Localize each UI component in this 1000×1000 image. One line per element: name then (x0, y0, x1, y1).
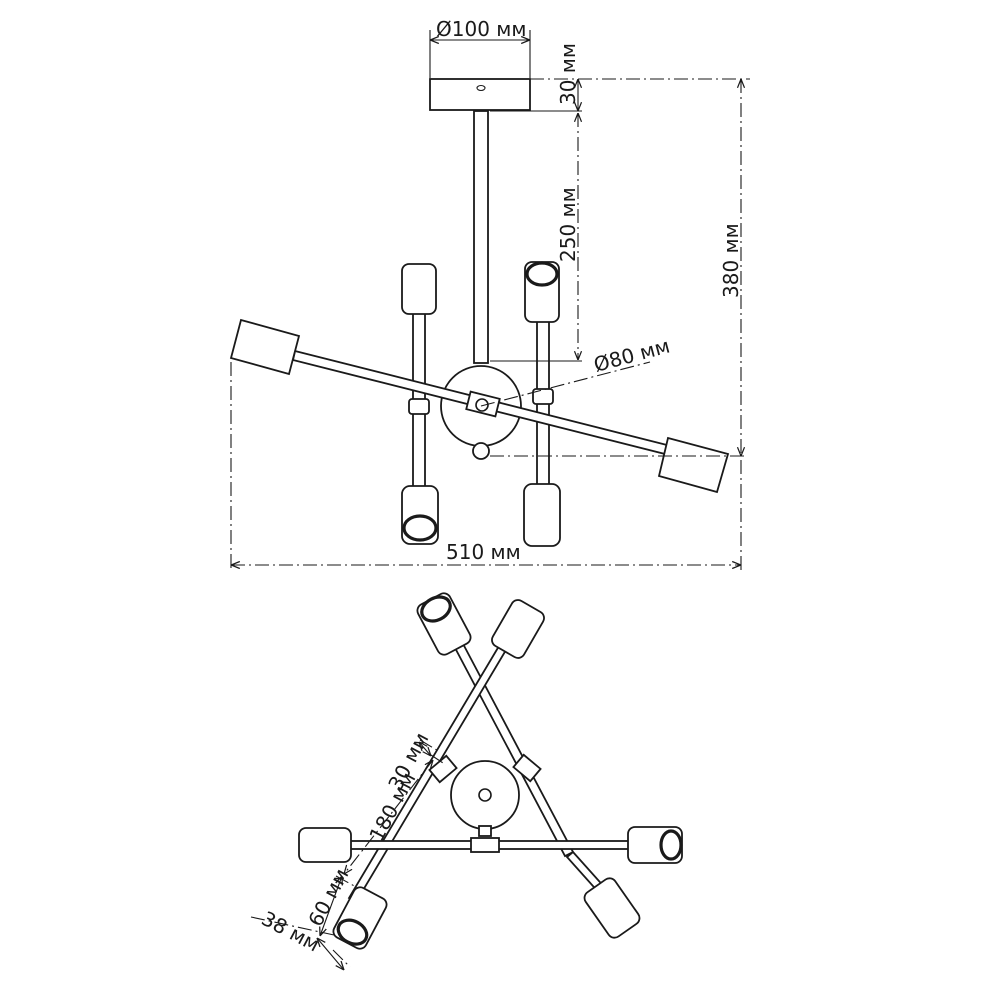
arm-length-dimension-line (344, 760, 433, 874)
canopy-height-label: 30 мм (556, 43, 580, 105)
left-joint-clip (408, 398, 430, 415)
top-upper-left-shade-opening (420, 595, 452, 623)
right-horizontal-lamp-shade (657, 436, 730, 494)
arm-offset-dimension-line (419, 742, 431, 756)
top-hub-mount (478, 825, 492, 837)
upper-left-lamp-shade (401, 263, 437, 315)
canopy-diameter-label: Ø100 мм (436, 17, 526, 41)
total-width-label: 510 мм (446, 540, 521, 564)
lower-left-shade-opening (402, 514, 438, 542)
shade-length-dimension-line (320, 876, 342, 936)
bottom-top-clip (470, 837, 500, 853)
right-top-clip (512, 753, 542, 783)
shade-diameter-dimension-line (317, 938, 344, 970)
total-height-label: 380 мм (719, 223, 743, 298)
hub-diameter-leader-line (480, 361, 651, 407)
center-joint-screw (475, 398, 489, 412)
hub-diameter-label: Ø80 мм (591, 334, 672, 377)
side-view: Ø100 мм 30 мм 250 мм 380 мм Ø80 мм 510 м… (229, 17, 750, 572)
top-left-shade (298, 827, 352, 863)
upper-right-shade-opening (525, 261, 559, 287)
rod-length-label: 250 мм (556, 187, 580, 262)
top-central-hub (450, 760, 520, 830)
right-joint-clip (532, 388, 554, 405)
center-joint-clip (465, 390, 501, 418)
lower-right-lamp-shade (523, 483, 561, 547)
canopy-screw-hole (476, 84, 486, 92)
ceiling-canopy (429, 78, 531, 111)
down-rod (473, 110, 489, 364)
top-upper-right-shade (491, 599, 545, 659)
right-vertical-arm (536, 317, 550, 494)
left-horizontal-lamp-shade (229, 318, 301, 376)
top-lower-right-shade (583, 877, 641, 939)
left-top-clip (428, 754, 458, 784)
top-right-shade-opening (659, 829, 683, 861)
top-hub-center-screw (478, 788, 492, 802)
top-view: 30 мм 180 мм 60 мм 38 мм (250, 592, 683, 970)
upper-right-lamp-shade (524, 261, 560, 323)
hub-bottom-cap (472, 442, 490, 460)
